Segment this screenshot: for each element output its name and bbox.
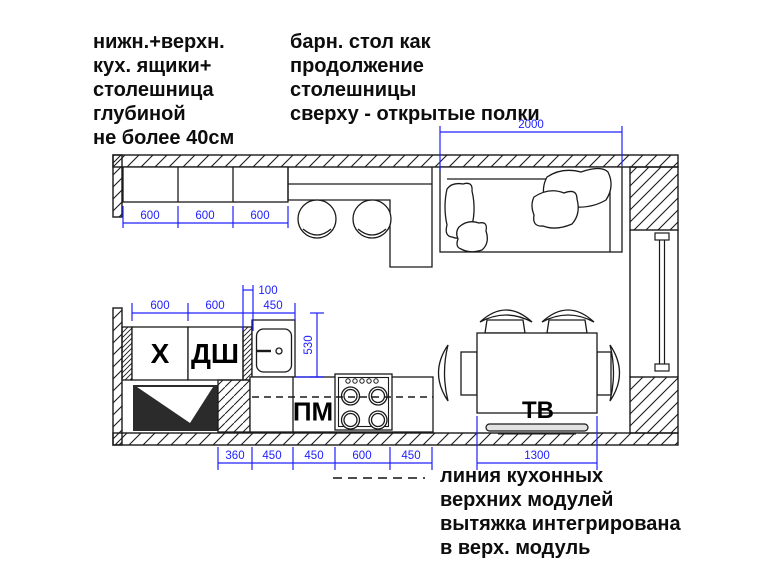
wall-pilaster-strip [121,326,133,381]
window-sill-top [654,232,670,241]
faucet-knob [275,347,283,355]
bar-stool-arc [357,228,387,236]
note-line: сверху - открытые полки [290,103,540,125]
dim-label: 450 [262,450,282,462]
dim-label: 450 [304,450,324,462]
bar-stool-arc [302,228,332,236]
chair-seat [460,351,478,396]
note-line: линия кухонных [440,465,604,487]
burner [343,412,358,428]
pillow [456,221,488,253]
note-line: кух. ящики+ [93,55,212,77]
burner [370,388,386,404]
dim-label: 2000 [518,119,544,131]
stove-knob [345,378,351,384]
note-line: вытяжка интегрирована [440,513,681,535]
chair-seat [596,351,612,396]
stove-knob [366,378,372,384]
dim-label: 600 [150,300,170,312]
note-line: столешницы [290,79,417,101]
chair-seat [546,319,588,334]
chair-back [437,344,449,402]
note-line: в верх. модуль [440,537,591,559]
stove [334,373,393,431]
note-bar-table: барн. стол как продолжение столешницы св… [290,30,540,126]
dimension-lines [122,126,623,470]
burner [370,412,386,428]
wall-right-upper-block [629,166,679,231]
dim-label: 450 [263,300,283,312]
fridge-label: Х [150,338,170,369]
dim-label: 530 [303,335,315,355]
dim-label: 600 [352,450,372,462]
stove-knob [359,378,365,384]
pillow [531,190,579,229]
note-line: глубиной [93,103,186,125]
tv-label: ТВ [522,397,554,424]
bar-stools [297,199,392,239]
wall-right-lower-block [629,376,679,434]
dim-label: 600 [250,210,270,222]
bar-counter [287,167,433,268]
burner [343,388,358,404]
note-line: столешница [93,79,214,101]
dim-label: 600 [195,210,215,222]
window [654,232,670,372]
dish-cabinet-label: ДШ [190,338,240,369]
bar-stool [352,199,392,239]
upper-cabinets [122,166,289,203]
chair-seat [484,319,526,334]
vent-strip [217,379,251,433]
wall-left-lower [112,307,123,446]
stove-knob [373,378,379,384]
note-line: продолжение [290,55,424,77]
tv-panel [485,423,589,432]
dim-label: 360 [225,450,245,462]
note-line: верхних модулей [440,489,614,511]
chair-back [609,344,621,402]
note-cabinets: нижн.+верхн. кух. ящики+ столешница глуб… [93,30,234,150]
window-sill-bottom [654,363,670,372]
gap-strip-100 [242,326,253,381]
dining-set [437,309,621,435]
wall-left-upper [112,154,123,218]
dim-label: 100 [258,285,278,297]
dim-label: 600 [140,210,160,222]
dim-label: 600 [205,300,225,312]
note-line: нижн.+верхн. [93,31,225,53]
walls [112,154,679,446]
bar-stool [297,199,337,239]
fridge-module [131,326,189,381]
chair-back [479,309,533,323]
note-line: барн. стол как [290,31,431,53]
bed [439,166,623,253]
dining-table [476,332,598,414]
wall-bottom [112,432,679,446]
chair-back [541,309,595,323]
stove-knob [352,378,358,384]
note-line: не более 40см [93,127,235,149]
note-hood: линия кухонных верхних модулей вытяжка и… [440,464,681,560]
dark-unit-notch [137,387,213,423]
wall-top [112,154,679,168]
dishwasher-label: ПМ [292,396,334,427]
dim-label: 450 [401,450,421,462]
dim-label: 1300 [524,450,550,462]
